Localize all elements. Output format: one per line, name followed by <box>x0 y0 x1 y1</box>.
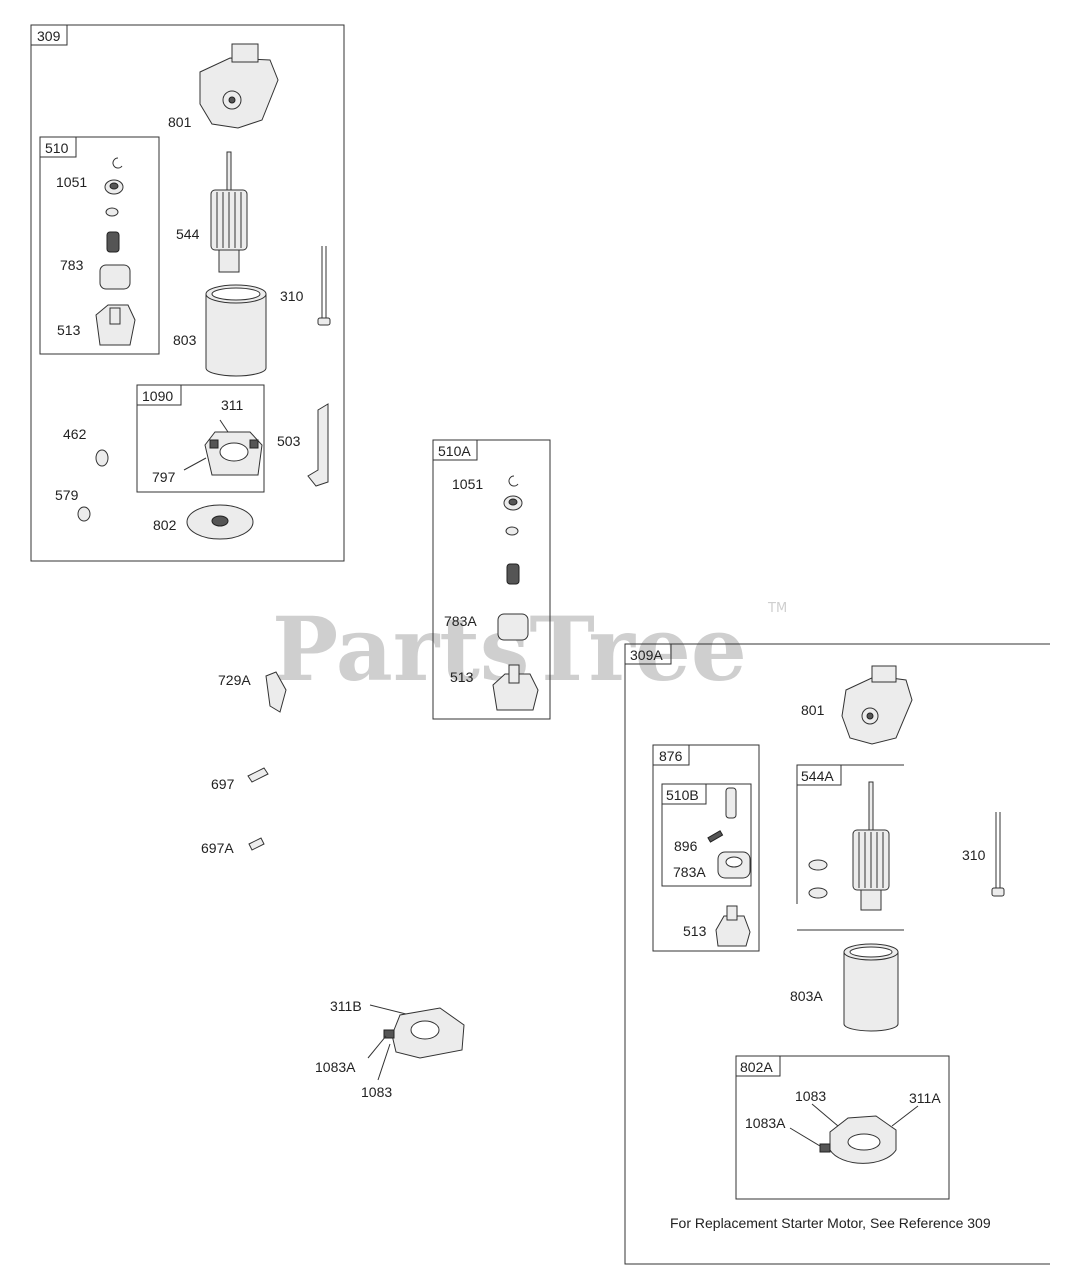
part-510-components-drawing[interactable] <box>95 157 136 346</box>
part-697-screw-drawing[interactable] <box>247 767 269 783</box>
label-510B-783A[interactable]: 783A <box>673 864 706 880</box>
group-510A-tag[interactable]: 510A <box>438 443 471 459</box>
group-510B-tag[interactable]: 510B <box>666 787 699 803</box>
note-replacement-starter: For Replacement Starter Motor, See Refer… <box>670 1215 991 1231</box>
part-510B-components-drawing[interactable] <box>707 787 751 879</box>
label-310[interactable]: 310 <box>280 288 304 304</box>
label-1051[interactable]: 1051 <box>56 174 87 190</box>
group-510-frame <box>39 136 160 355</box>
label-510A-513[interactable]: 513 <box>450 669 474 685</box>
part-510A-components-drawing[interactable] <box>492 475 539 711</box>
group-1090-frame <box>136 384 265 493</box>
part-310-bolt-drawing[interactable] <box>317 246 331 326</box>
label-802A-1083[interactable]: 1083 <box>795 1088 826 1104</box>
group-309A-tag-box[interactable] <box>624 643 672 665</box>
label-802A-1083A[interactable]: 1083A <box>745 1115 786 1131</box>
label-1083A[interactable]: 1083A <box>315 1059 356 1075</box>
group-510A-tag-box[interactable] <box>432 439 478 461</box>
label-311[interactable]: 311 <box>221 397 244 413</box>
group-510-tag[interactable]: 510 <box>45 140 69 156</box>
label-803A[interactable]: 803A <box>790 988 823 1004</box>
label-801[interactable]: 801 <box>168 114 192 130</box>
label-579[interactable]: 579 <box>55 487 79 503</box>
label-513[interactable]: 513 <box>57 322 81 338</box>
group-544A-tag[interactable]: 544A <box>801 768 834 784</box>
part-579-drawing[interactable] <box>77 506 91 522</box>
label-309A-801[interactable]: 801 <box>801 702 825 718</box>
part-801-drawing[interactable] <box>199 43 279 129</box>
label-697A[interactable]: 697A <box>201 840 234 856</box>
part-311B-brush-holder-drawing[interactable] <box>367 1004 465 1081</box>
group-309-tag[interactable]: 309 <box>37 28 61 44</box>
label-896[interactable]: 896 <box>674 838 698 854</box>
part-544-armature-drawing[interactable] <box>210 151 248 273</box>
group-309-tag-box[interactable] <box>30 24 68 46</box>
group-876-tag-box[interactable] <box>652 744 690 766</box>
group-876-frame <box>652 744 760 952</box>
part-544A-armature-drawing[interactable] <box>808 781 890 911</box>
part-803-housing-drawing[interactable] <box>205 284 267 377</box>
part-462-drawing[interactable] <box>95 449 109 467</box>
watermark-trademark: TM <box>767 601 787 616</box>
part-803A-housing-drawing[interactable] <box>843 943 899 1032</box>
part-802-plate-drawing[interactable] <box>186 504 254 540</box>
label-311B[interactable]: 311B <box>330 998 362 1014</box>
part-1090-brush-holder-drawing[interactable] <box>183 419 263 476</box>
group-802A-tag-box[interactable] <box>735 1055 781 1077</box>
label-802[interactable]: 802 <box>153 517 177 533</box>
label-697[interactable]: 697 <box>211 776 235 792</box>
part-503-strip-drawing[interactable] <box>307 403 329 487</box>
group-1090-tag-box[interactable] <box>136 384 182 406</box>
label-510A-1051[interactable]: 1051 <box>452 476 483 492</box>
label-783[interactable]: 783 <box>60 257 84 273</box>
label-1083[interactable]: 1083 <box>361 1084 392 1100</box>
label-544[interactable]: 544 <box>176 226 200 242</box>
group-309A-frame <box>624 643 1050 1265</box>
label-311A[interactable]: 311A <box>909 1090 941 1106</box>
group-309A-tag[interactable]: 309A <box>630 647 663 663</box>
group-309-frame <box>30 24 345 562</box>
part-876-513-drawing[interactable] <box>715 905 751 947</box>
part-309A-801-drawing[interactable] <box>841 665 913 745</box>
label-797[interactable]: 797 <box>152 469 176 485</box>
part-309A-310-bolt-drawing[interactable] <box>991 812 1005 897</box>
group-510B-tag-box[interactable] <box>661 783 707 805</box>
label-783A[interactable]: 783A <box>444 613 477 629</box>
group-510A-frame <box>432 439 551 720</box>
group-802A-frame <box>735 1055 950 1200</box>
group-1090-tag[interactable]: 1090 <box>142 388 173 404</box>
group-544A-tag-box[interactable] <box>796 764 842 786</box>
part-697A-screw-drawing[interactable] <box>248 837 265 851</box>
label-462[interactable]: 462 <box>63 426 87 442</box>
label-309A-310[interactable]: 310 <box>962 847 986 863</box>
part-802A-end-cap-drawing[interactable] <box>789 1103 919 1164</box>
group-876-tag[interactable]: 876 <box>659 748 683 764</box>
group-510-tag-box[interactable] <box>39 136 77 158</box>
label-876-513[interactable]: 513 <box>683 923 707 939</box>
label-803[interactable]: 803 <box>173 332 197 348</box>
group-802A-tag[interactable]: 802A <box>740 1059 773 1075</box>
label-729A[interactable]: 729A <box>218 672 251 688</box>
part-729A-drawing[interactable] <box>265 671 287 713</box>
label-503[interactable]: 503 <box>277 433 301 449</box>
